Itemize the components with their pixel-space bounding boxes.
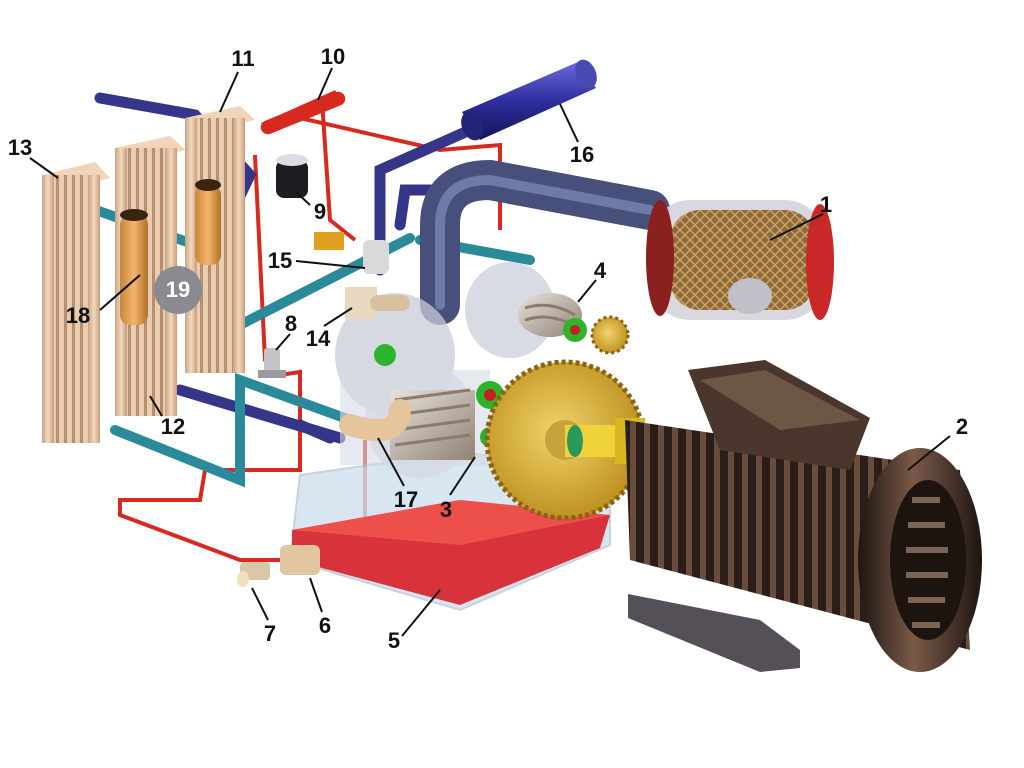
- filter-9: [276, 154, 308, 198]
- cooler-13: [42, 162, 110, 443]
- leader-6: [309, 577, 323, 613]
- callout-6: 6: [319, 613, 331, 638]
- callout-19: 19: [166, 277, 190, 302]
- callout-labels: 1 2 3 4 5 6 7 8 9 10 11 12 13 14 15 16 1…: [8, 44, 968, 653]
- leader-5: [401, 589, 441, 637]
- component-19-body: [154, 266, 202, 314]
- valve-8: [258, 348, 286, 378]
- leader-14: [323, 307, 353, 327]
- callout-15: 15: [268, 248, 292, 273]
- leader-17: [377, 437, 405, 487]
- leader-3: [449, 456, 476, 496]
- min-pressure-valve-14: [345, 287, 410, 319]
- callout-12: 12: [161, 414, 185, 439]
- separator-18: [120, 179, 221, 325]
- callout-10: 10: [321, 44, 345, 69]
- leader-10: [317, 67, 333, 101]
- callout-18: 18: [66, 303, 90, 328]
- motor-2: [625, 360, 982, 672]
- callout-9: 9: [314, 199, 326, 224]
- callout-8: 8: [285, 311, 297, 336]
- elbow-17: [339, 399, 411, 441]
- air-filter-1: [646, 200, 834, 320]
- leader-15: [295, 260, 366, 269]
- silencer-16: [461, 59, 597, 141]
- drain-valve-6: [280, 545, 320, 575]
- leader-18: [99, 274, 141, 311]
- callout-14: 14: [306, 326, 331, 351]
- callout-16: 16: [570, 142, 594, 167]
- callout-1: 1: [820, 192, 832, 217]
- leader-13: [29, 157, 59, 179]
- callout-4: 4: [594, 258, 607, 283]
- leader-9: [295, 191, 311, 206]
- leader-lines: [29, 67, 951, 637]
- callout-7: 7: [264, 621, 276, 646]
- leader-16: [559, 103, 579, 143]
- leader-8: [275, 333, 291, 351]
- callout-17: 17: [394, 487, 418, 512]
- leader-12: [149, 395, 163, 417]
- drain-fitting-7: [237, 562, 270, 587]
- callout-5: 5: [388, 628, 400, 653]
- leader-7: [251, 587, 269, 621]
- leader-1: [769, 213, 824, 241]
- callout-3: 3: [440, 497, 452, 522]
- callout-13: 13: [8, 135, 32, 160]
- leader-11: [219, 71, 239, 113]
- leader-2: [907, 435, 951, 471]
- callout-11: 11: [231, 46, 254, 71]
- callout-2: 2: [956, 414, 968, 439]
- manifold-10: [260, 91, 346, 135]
- intake-duct: [420, 159, 670, 325]
- intake-valve-15: [314, 232, 389, 274]
- leader-4: [577, 279, 597, 303]
